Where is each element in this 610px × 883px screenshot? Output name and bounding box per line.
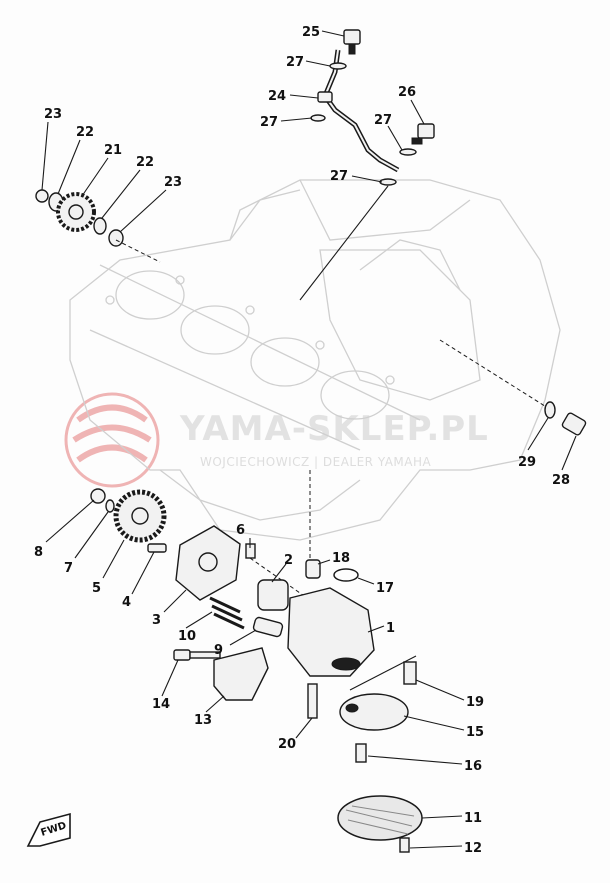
pipe-fitting-24 (317, 91, 333, 103)
o-ring-17 (333, 568, 359, 582)
callout-20: 20 (278, 737, 296, 752)
callout-19: 19 (466, 695, 484, 710)
callout-25: 25 (302, 25, 320, 40)
gasket-27-left (310, 114, 326, 122)
callout-labels: 25 27 24 27 26 27 27 23 22 21 22 23 29 2… (34, 25, 570, 856)
idler-gear-stack (35, 189, 161, 263)
callout-6: 6 (236, 523, 245, 538)
screw-12 (399, 837, 410, 853)
screw-4 (147, 543, 167, 553)
leader-lines (41, 30, 577, 849)
drain-plug-assembly (439, 339, 587, 436)
screw-16 (355, 743, 367, 763)
callout-10: 10 (178, 629, 196, 644)
callout-27-right: 27 (374, 113, 392, 128)
watermark: YAMA-SKLEP.PL WOJCIECHOWICZ | DEALER YAM… (64, 392, 489, 488)
callout-27-bottom: 27 (330, 169, 348, 184)
washer-7 (105, 499, 115, 513)
callout-9: 9 (214, 643, 223, 658)
bolt-20 (307, 683, 318, 719)
dowel-18 (305, 559, 321, 579)
rotor-2 (257, 579, 289, 611)
union-bolt-25 (343, 29, 361, 45)
spring-10 (209, 596, 245, 630)
callout-26: 26 (398, 85, 416, 100)
nut-8 (90, 488, 106, 504)
circlip-23-outer (35, 189, 49, 203)
callout-2: 2 (284, 553, 293, 568)
washer-22-inner (93, 217, 107, 235)
watermark-subtitle: WOJCIECHOWICZ | DEALER YAMAHA (200, 455, 432, 469)
callout-3: 3 (152, 613, 161, 628)
pump-housing-1 (287, 587, 375, 677)
circlip-23-inner (108, 229, 124, 247)
strainer-bracket-13 (213, 647, 269, 701)
oil-pump-assembly (90, 470, 423, 853)
callout-15: 15 (466, 725, 484, 740)
callout-22-outer: 22 (76, 125, 94, 140)
callout-27-left: 27 (260, 115, 278, 130)
callout-5: 5 (92, 581, 101, 596)
relief-valve-9 (252, 616, 284, 638)
callout-16: 16 (464, 759, 482, 774)
crankcase-outline (69, 179, 561, 541)
oil-delivery-pipe (299, 29, 435, 301)
callout-23-inner: 23 (164, 175, 182, 190)
callout-14: 14 (152, 697, 170, 712)
gasket-29 (544, 401, 556, 419)
callout-23-outer: 23 (44, 107, 62, 122)
fwd-arrow-icon: FWD (26, 812, 71, 847)
callout-1: 1 (386, 621, 395, 636)
callout-22-inner: 22 (136, 155, 154, 170)
callout-13: 13 (194, 713, 212, 728)
callout-27-top: 27 (286, 55, 304, 70)
callout-17: 17 (376, 581, 394, 596)
gasket-27-bottom (379, 178, 397, 186)
watermark-title: YAMA-SKLEP.PL (179, 409, 489, 449)
bolt-19 (403, 661, 417, 685)
callout-18: 18 (332, 551, 350, 566)
callout-29: 29 (518, 455, 536, 470)
gasket-27-top (329, 62, 347, 70)
callout-11: 11 (464, 811, 482, 826)
union-bolt-26 (417, 123, 435, 139)
dealer-logo (64, 392, 160, 488)
callout-12: 12 (464, 841, 482, 856)
callout-4: 4 (122, 595, 131, 610)
oil-strainer-15 (339, 693, 409, 731)
callout-24: 24 (268, 89, 286, 104)
callout-21: 21 (104, 143, 122, 158)
callout-28: 28 (552, 473, 570, 488)
gasket-27-right (399, 148, 417, 156)
bolt-14 (173, 649, 191, 661)
callout-7: 7 (64, 561, 73, 576)
plug-28 (561, 412, 587, 436)
callout-8: 8 (34, 545, 43, 560)
